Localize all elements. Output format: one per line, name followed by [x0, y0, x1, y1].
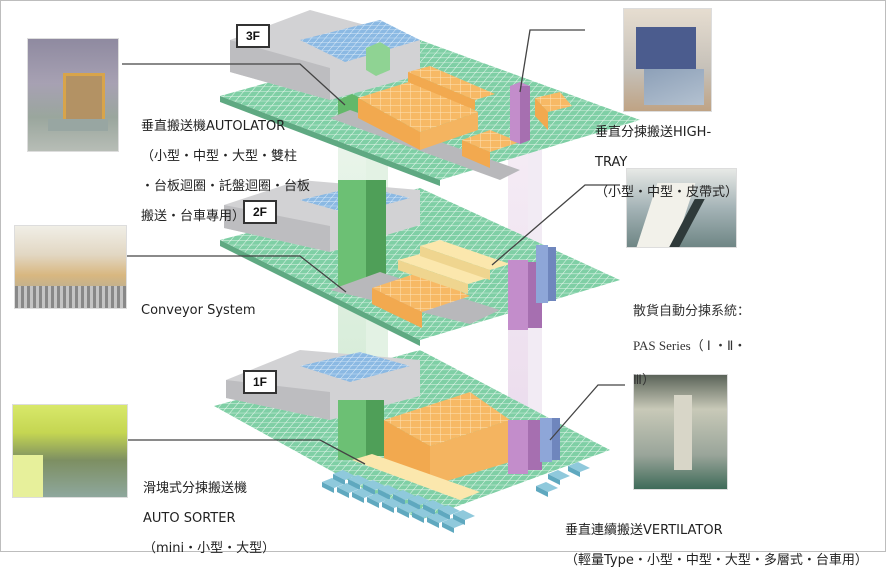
autolator-types-1: （小型・中型・大型・雙柱 — [141, 149, 298, 164]
callout-lines — [122, 29, 625, 465]
vertilator-title: 垂直連續搬送VERTILATOR — [565, 523, 723, 538]
floor-tag-1f: 1F — [243, 370, 277, 394]
auto-sorter-photo — [12, 404, 128, 498]
truck-icon — [412, 508, 434, 523]
truck-icon — [536, 482, 558, 497]
hightray-types: （小型・中型・皮帶式） — [595, 185, 739, 200]
hightray-label: 垂直分揀搬送HIGH- TRAY （小型・中型・皮帶式） — [595, 110, 738, 215]
truck-row — [322, 462, 590, 533]
vertilator-label: 垂直連續搬送VERTILATOR （輕量Type・小型・中型・大型・多層式・台車… — [565, 508, 868, 583]
pas-label: 散貨自動分揀系統： PAS Series（ Ⅰ ・Ⅱ・ Ⅲ） — [633, 286, 750, 405]
hightray-title: 垂直分揀搬送HIGH- — [595, 125, 712, 140]
vertilator-types: （輕量Type・小型・中型・大型・多層式・台車用） — [565, 553, 868, 568]
truck-icon — [393, 490, 415, 505]
vertilator-photo — [633, 374, 728, 490]
pas-series: PAS Series（ Ⅰ ・Ⅱ・ — [633, 338, 747, 353]
truck-icon — [427, 513, 449, 528]
floor-1f — [214, 350, 610, 520]
autosorter-types: （mini・小型・大型） — [143, 541, 276, 556]
conveyor-title: Conveyor System — [141, 303, 256, 318]
vertical-lift-photo — [27, 38, 119, 152]
pas-title: 散貨自動分揀系統： — [633, 304, 751, 319]
conveyor-label: Conveyor System — [141, 288, 256, 333]
autolator-types-3: 搬送・台車專用） — [141, 209, 246, 224]
truck-icon — [352, 488, 374, 503]
conveyor-photo — [14, 225, 127, 309]
truck-icon — [322, 478, 344, 493]
pas-series-cont: Ⅲ） — [633, 372, 655, 387]
truck-icon — [442, 518, 464, 533]
truck-icon — [397, 503, 419, 518]
floor-tag-3f: 3F — [236, 24, 270, 48]
truck-icon — [367, 493, 389, 508]
floor-3f — [220, 10, 640, 186]
high-tray-photo — [623, 8, 712, 112]
hightray-title-cont: TRAY — [595, 155, 628, 170]
truck-icon — [382, 498, 404, 513]
truck-icon — [348, 475, 370, 490]
autolator-label: 垂直搬送機AUTOLATOR （小型・中型・大型・雙柱 ・台板迴圈・託盤迴圈・台… — [141, 104, 310, 239]
truck-icon — [568, 462, 590, 477]
truck-icon — [333, 470, 355, 485]
autosorter-title: 滑塊式分揀搬送機 — [143, 481, 248, 496]
truck-icon — [453, 510, 475, 525]
truck-icon — [378, 485, 400, 500]
warehouse-isometric-diagram — [122, 10, 640, 533]
floor-tag-2f: 2F — [243, 200, 277, 224]
truck-icon — [438, 505, 460, 520]
truck-icon — [408, 495, 430, 510]
truck-icon — [337, 483, 359, 498]
autosorter-title-en: AUTO SORTER — [143, 511, 236, 526]
sorting-line-photo — [626, 168, 737, 248]
autosorter-label: 滑塊式分揀搬送機 AUTO SORTER （mini・小型・大型） — [143, 466, 275, 571]
truck-icon — [363, 480, 385, 495]
floor-2f — [220, 180, 620, 346]
autolator-title: 垂直搬送機AUTOLATOR — [141, 119, 286, 134]
truck-icon — [423, 500, 445, 515]
truck-icon — [548, 470, 570, 485]
autolator-types-2: ・台板迴圈・託盤迴圈・台板 — [141, 179, 311, 194]
